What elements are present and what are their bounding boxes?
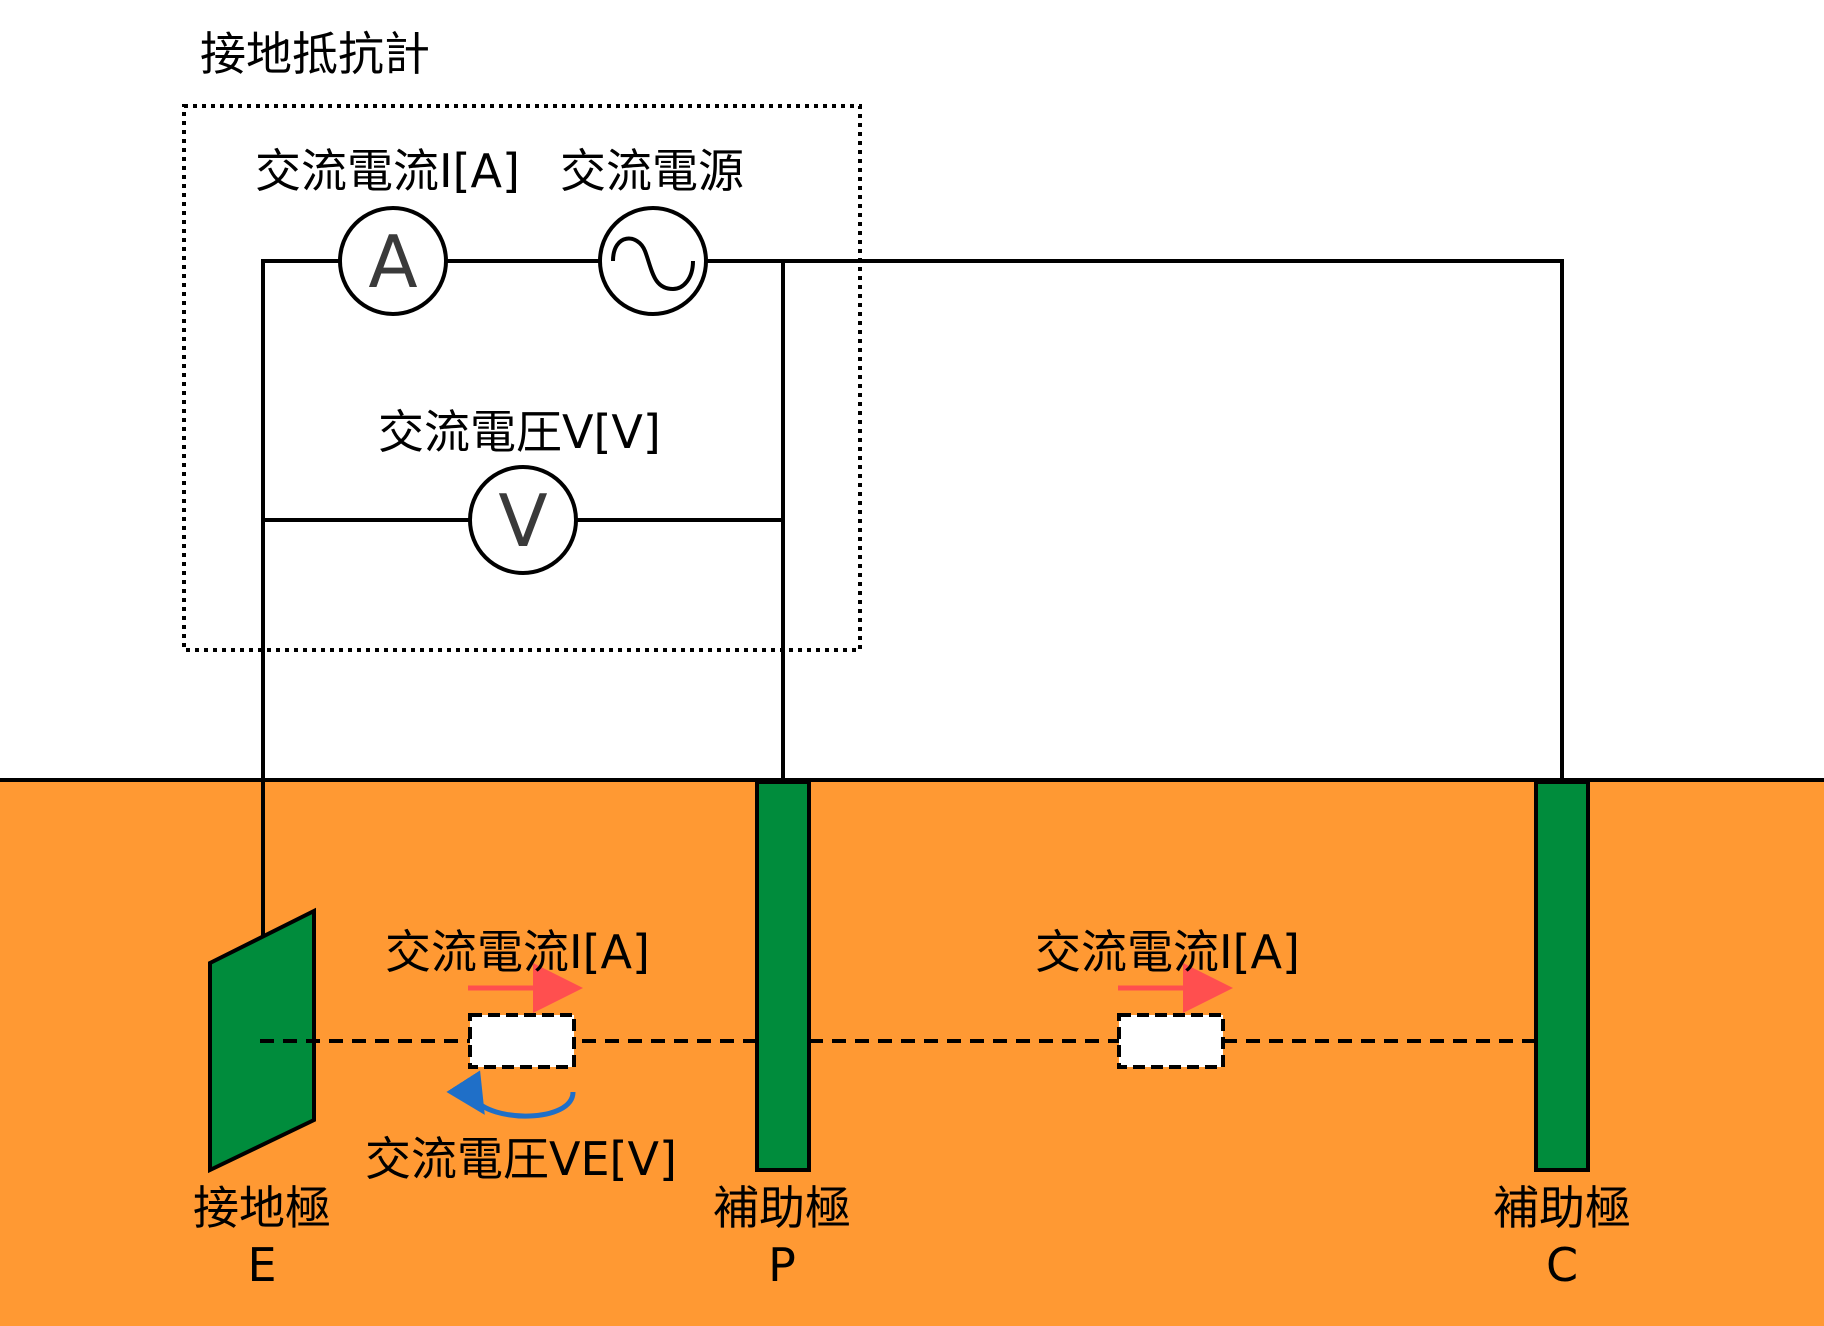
meter-boundary: [182, 104, 862, 652]
ac-source-label: 交流電源: [560, 144, 744, 198]
sine-wave-icon: [611, 236, 695, 292]
ammeter-symbol: A: [368, 220, 417, 304]
ammeter-circle: [338, 206, 448, 316]
electrode-p-name: 補助極: [713, 1181, 851, 1235]
resistance-element-right: [1117, 1013, 1225, 1069]
voltmeter-circle: [468, 465, 578, 575]
circuit-wires: [261, 259, 1564, 936]
ground-current-label-right: 交流電流I[A]: [1035, 925, 1300, 979]
auxiliary-electrode-p: [755, 780, 811, 1172]
electrode-c-name: 補助極: [1493, 1181, 1631, 1235]
electrode-e-name: 接地極: [193, 1181, 331, 1235]
ac-source-circle: [598, 206, 708, 316]
electrode-c-letter: C: [1546, 1238, 1578, 1292]
ground-current-label-left: 交流電流I[A]: [385, 925, 650, 979]
voltage-drop-arrow: [446, 1070, 576, 1119]
voltmeter-label: 交流電圧V[V]: [378, 405, 661, 459]
voltage-drop-label: 交流電圧VE[V]: [365, 1132, 677, 1186]
auxiliary-electrode-c: [1534, 780, 1590, 1172]
meter-title: 接地抵抗計: [200, 27, 430, 81]
electrode-e-letter: E: [247, 1238, 276, 1292]
electrode-p-letter: P: [768, 1238, 796, 1292]
voltmeter-symbol: V: [498, 479, 547, 563]
ammeter-label: 交流電流I[A]: [255, 144, 520, 198]
resistance-element-left: [468, 1013, 576, 1069]
